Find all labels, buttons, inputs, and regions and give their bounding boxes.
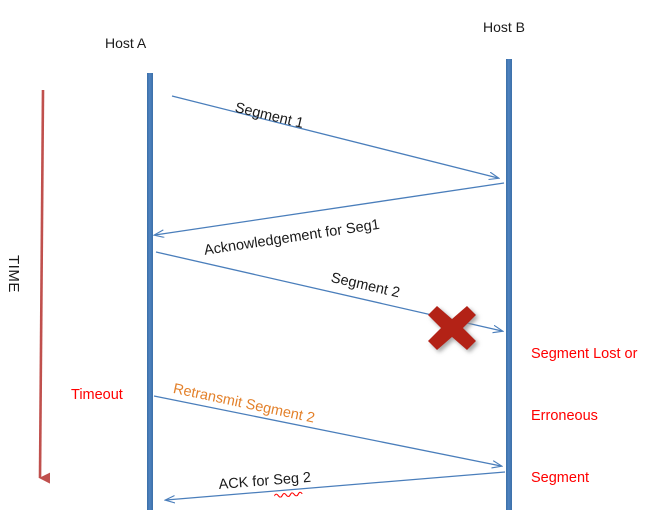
host-a-lifeline — [147, 73, 153, 510]
ack-seg-1-arrow — [155, 182, 505, 235]
ack-seg-2-arrow — [166, 471, 506, 500]
host-b-lifeline — [506, 59, 512, 510]
host-b-label: Host B — [483, 19, 526, 35]
timeout-label: Timeout — [71, 387, 123, 403]
cross-icon — [428, 306, 476, 350]
spellcheck-squiggle-icon — [274, 491, 303, 498]
segment-lost-note-line-3: Segment — [531, 469, 590, 486]
segment-lost-note-line-2: Erroneous — [531, 407, 598, 424]
host-a-label: Host A — [105, 35, 147, 51]
time-axis-arrow — [38, 89, 51, 484]
segment-1-arrow — [171, 95, 498, 178]
segment-lost-note-line-1: Segment Lost or — [531, 346, 638, 363]
time-axis-label: TIME — [5, 255, 22, 293]
retransmit-segment-2-arrow — [153, 395, 501, 466]
segment-lost-note: Segment Lost or Erroneous Segment — [531, 303, 637, 510]
